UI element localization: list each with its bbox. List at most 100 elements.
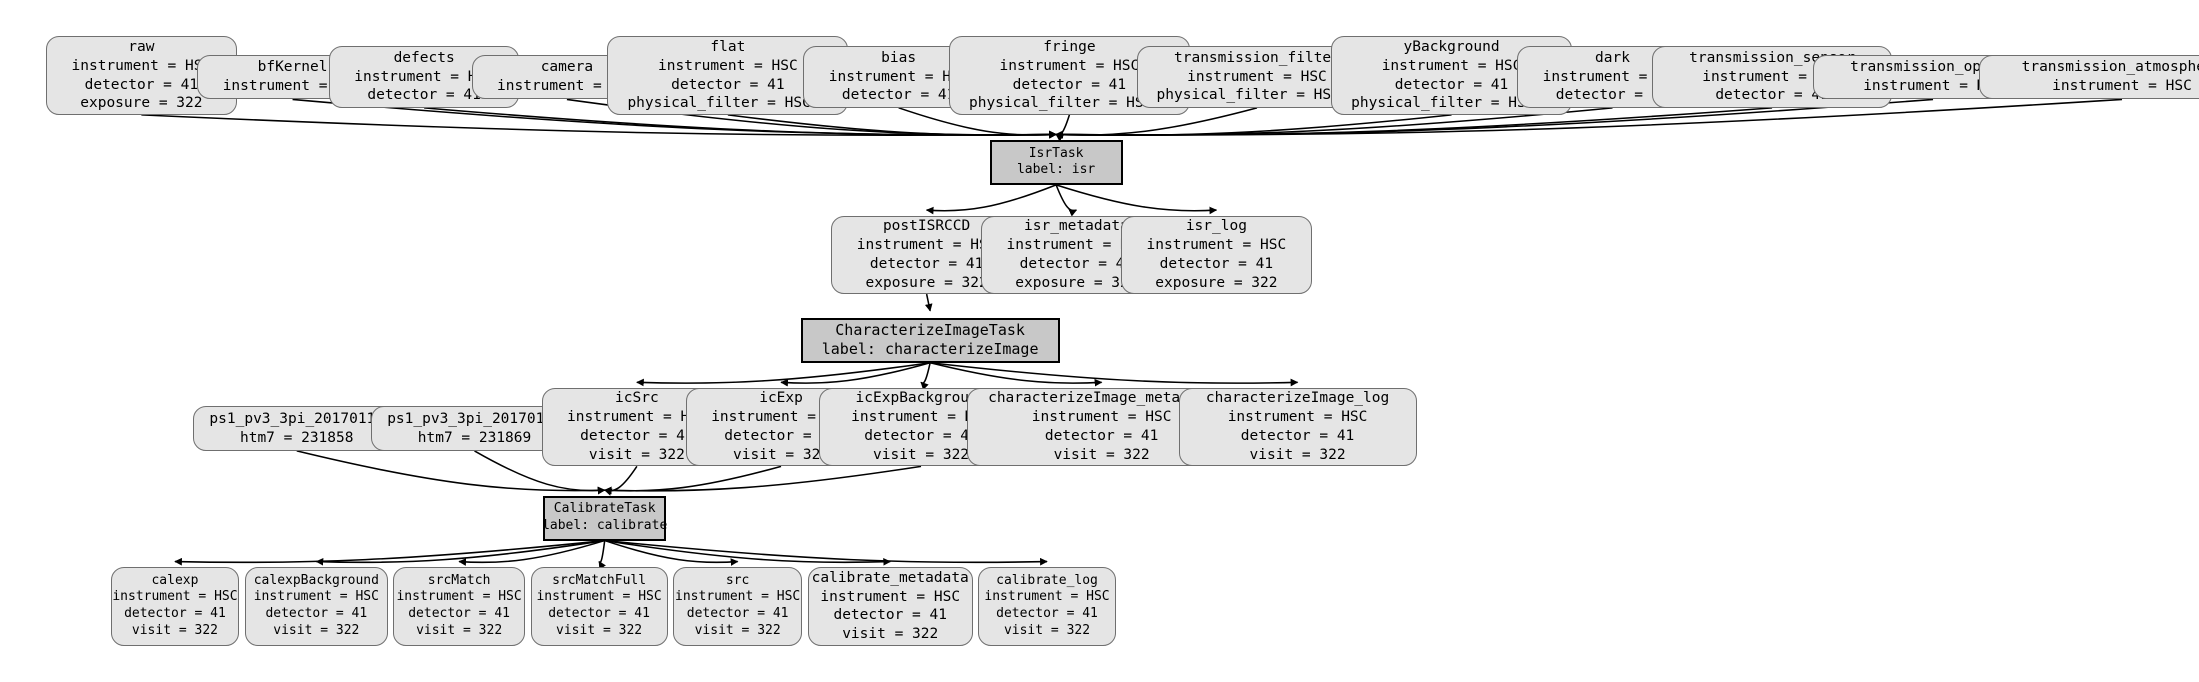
dataset-node-transmission_atmosphere[interactable]: transmission_atmosphereinstrument = HSC <box>1979 54 2199 100</box>
node-title: icExpBackground <box>855 390 987 407</box>
node-attr-2: physical_filter = HSC-Y <box>627 95 829 112</box>
edge-calibrate-to-src <box>604 539 739 566</box>
edge-icSrc-to-calibrate <box>603 465 638 496</box>
node-attr-2: visit = 322 <box>588 446 685 463</box>
edge-fringe-to-isr <box>1055 114 1071 142</box>
node-title: transmission_optics <box>1850 59 2016 76</box>
node-title: defects <box>393 49 455 66</box>
node-title: characterizeImage_log <box>1205 390 1390 407</box>
node-title: ps1_pv3_3pi_20170110 <box>387 410 562 427</box>
node-title: dark <box>1595 49 1630 66</box>
node-attr-2: visit = 322 <box>273 623 360 639</box>
edge-isr-to-isr_metadata <box>1055 184 1078 217</box>
node-attr-2: exposure = 322 <box>80 95 203 112</box>
edge-calibrate-to-calexp <box>174 539 605 566</box>
edge-yBackground-to-isr <box>1055 114 1452 139</box>
node-attr-0: instrument = HSC <box>536 589 662 605</box>
node-title: CalibrateTask <box>553 501 656 517</box>
node-title: characterizeImage_metadata <box>988 390 1216 407</box>
edge-isr-to-isr_log <box>1055 184 1218 215</box>
node-attr-2: visit = 322 <box>873 446 970 463</box>
edge-calibrate-to-calexpBackground <box>315 539 605 566</box>
node-attr-1: detector = 41 <box>1240 428 1355 445</box>
edge-characterizeImage-to-icSrc <box>636 361 931 387</box>
node-title: ps1_pv3_3pi_20170110 <box>209 410 385 427</box>
node-attr-1: detector = 41 <box>671 76 785 93</box>
node-title: srcMatchFull <box>552 572 647 588</box>
node-attr-0: instrument = HSC <box>1187 68 1327 85</box>
node-attr-2: visit = 322 <box>694 623 781 639</box>
node-title: bias <box>881 49 917 66</box>
node-attr-1: detector = 41 <box>996 606 1098 622</box>
node-attr-0: label: characterizeImage <box>821 340 1039 359</box>
node-title: fringe <box>1043 38 1096 55</box>
edge-calibrate-to-srcMatchFull <box>598 540 606 570</box>
node-attr-1: detector = 41 <box>1159 255 1274 272</box>
node-attr-1: detector = 41 <box>1019 255 1134 272</box>
dataset-node-ps1_a[interactable]: ps1_pv3_3pi_20170110 htm7 = 231858 <box>193 406 401 451</box>
node-title: transmission_filter <box>1174 49 1340 66</box>
edge-calibrate-to-srcMatch <box>458 539 605 566</box>
node-title: raw <box>128 38 155 55</box>
node-attr-1: detector = 41 <box>833 607 947 624</box>
node-attr-1: detector = 41 <box>686 606 789 622</box>
node-title: icExp <box>759 390 803 407</box>
node-attr-0: instrument = HSC <box>999 57 1140 74</box>
node-attr-2: exposure = 322 <box>1015 274 1138 291</box>
edge-isr-to-postISRCCD <box>925 184 1057 215</box>
node-attr-2: visit = 322 <box>1003 623 1091 639</box>
node-attr-1: detector = 41 <box>408 606 510 622</box>
node-attr-1: detector = 41 <box>841 87 956 104</box>
node-attr-0: instrument = HSC <box>658 57 798 74</box>
node-attr-0: htm7 = 231869 <box>417 429 532 446</box>
node-attr-1: detector = 41 <box>548 606 650 622</box>
node-title: flat <box>710 38 746 55</box>
node-title: calexp <box>151 572 199 588</box>
node-attr-2: visit = 322 <box>556 623 643 639</box>
node-title: src <box>725 572 750 588</box>
edge-characterizeImage-to-characterizeImage_metadata <box>929 361 1103 387</box>
node-attr-0: label: calibrate <box>542 518 668 534</box>
node-attr-0: instrument = HSC <box>1146 237 1287 254</box>
edge-characterizeImage-to-icExp <box>780 361 931 387</box>
node-attr-1: detector = 41 <box>1715 87 1829 104</box>
node-title: calibrate_metadata <box>811 569 969 586</box>
node-attr-0: label: isr <box>1016 162 1096 178</box>
node-attr-1: detector = 41 <box>1012 76 1127 93</box>
node-title: bfKernel <box>257 59 328 76</box>
edge-icExpBackground-to-calibrate <box>603 465 922 495</box>
edge-raw-to-isr <box>141 114 1057 139</box>
node-attr-1: detector = 41 <box>367 87 481 104</box>
node-attr-2: exposure = 322 <box>865 274 988 291</box>
node-title: srcMatch <box>427 572 491 588</box>
node-attr-0: instrument = HSC <box>856 237 997 254</box>
node-title: IsrTask <box>1028 145 1084 161</box>
node-title: yBackground <box>1403 38 1500 55</box>
node-attr-1: physical_filter = HSC-Y <box>1156 87 1358 104</box>
node-attr-0: instrument = HSC <box>253 589 379 605</box>
node-attr-2: visit = 322 <box>842 626 939 643</box>
node-attr-2: visit = 322 <box>733 446 830 463</box>
node-attr-1: detector = 41 <box>84 76 199 93</box>
node-attr-2: visit = 322 <box>1249 446 1346 463</box>
node-title: isr_metadata <box>1024 218 1129 235</box>
node-title: calexpBackground <box>253 572 379 588</box>
node-attr-2: exposure = 322 <box>1155 274 1278 291</box>
node-attr-0: htm7 = 231858 <box>239 429 354 446</box>
node-attr-0: instrument = HSC <box>396 589 522 605</box>
node-attr-0: instrument = HSC <box>71 57 212 74</box>
